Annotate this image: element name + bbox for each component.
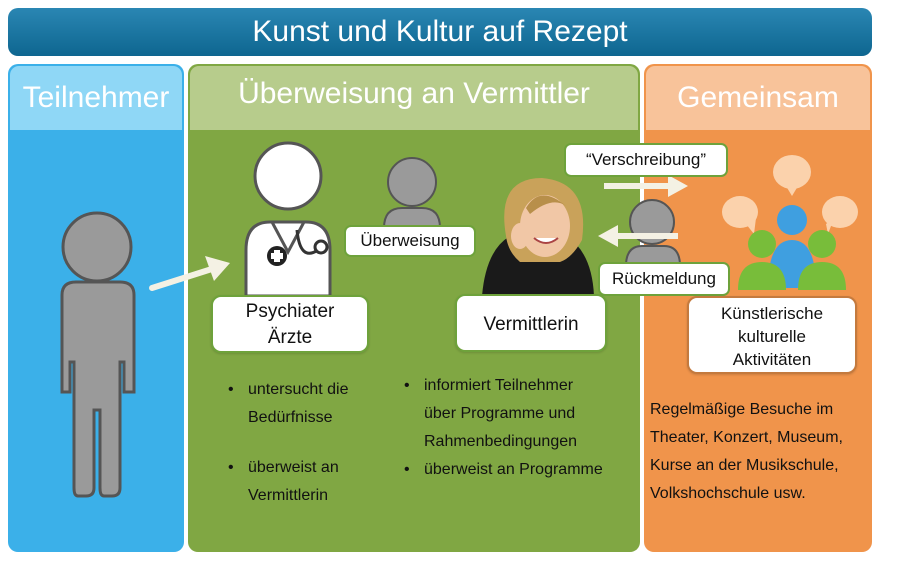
person-icon: [60, 211, 136, 498]
list-item-line: Bedürfnisse: [248, 409, 333, 426]
speech-bubble-icon: [822, 196, 858, 234]
title-banner: Kunst und Kultur auf Rezept: [8, 8, 872, 56]
group-icon: [738, 205, 846, 290]
speech-bubble-icon: [773, 155, 811, 196]
together-header: Gemeinsam: [646, 66, 870, 130]
activities-box: Künstlerische kulturelle Aktivitäten: [687, 296, 857, 374]
psychiatrist-box: Psychiater Ärzte: [211, 295, 369, 353]
participants-header: Teilnehmer: [10, 66, 182, 130]
list-item-line: überweist an: [248, 459, 339, 476]
psychiatrist-label-line2: Ärzte: [267, 327, 313, 348]
woman-photo: [482, 178, 594, 296]
list-item: überweist an Programme: [398, 456, 638, 484]
stethoscope-icon: [295, 229, 329, 255]
doctor-icon: [244, 141, 332, 298]
arrow-icon: [149, 256, 230, 291]
arrow-icon: [604, 175, 688, 197]
activities-label-line2: kulturelle: [737, 327, 807, 346]
psychiatrist-task-list: untersucht die Bedürfnisse überweist an …: [222, 376, 392, 510]
referral-tag: Überweisung: [344, 225, 476, 257]
list-item-line: Vermittlerin: [248, 487, 329, 504]
arrow-icon: [598, 225, 678, 247]
list-item-line: untersucht die: [248, 381, 349, 398]
description-line: Regelmäßige Besuche im: [650, 401, 834, 418]
description-line: Kurse an der Musikschule,: [650, 457, 839, 474]
referral-header: Überweisung an Vermittler: [190, 66, 638, 130]
list-item: überweist an Vermittlerin: [222, 454, 392, 510]
activities-description: Regelmäßige Besuche im Theater, Konzert,…: [650, 396, 872, 508]
feedback-tag: Rückmeldung: [598, 262, 730, 296]
description-line: Theater, Konzert, Museum,: [650, 429, 843, 446]
list-item-line: Rahmenbedingungen: [424, 433, 578, 450]
psychiatrist-label-line1: Psychiater: [245, 301, 335, 322]
description-line: Volkshochschule usw.: [650, 485, 806, 502]
speech-bubble-icon: [722, 196, 758, 234]
list-item-line: über Programme und: [424, 405, 576, 422]
mediator-box: Vermittlerin: [455, 294, 607, 352]
mediator-task-list: informiert Teilnehmer über Programme und…: [398, 372, 638, 484]
prescription-tag: “Verschreibung”: [564, 143, 728, 177]
list-item: informiert Teilnehmer über Programme und…: [398, 372, 638, 456]
activities-label-line3: Aktivitäten: [732, 350, 812, 369]
list-item-line: überweist an Programme: [424, 461, 603, 478]
list-item-line: informiert Teilnehmer: [424, 377, 574, 394]
list-item: untersucht die Bedürfnisse: [222, 376, 392, 432]
activities-label-line1: Künstlerische: [720, 304, 824, 323]
